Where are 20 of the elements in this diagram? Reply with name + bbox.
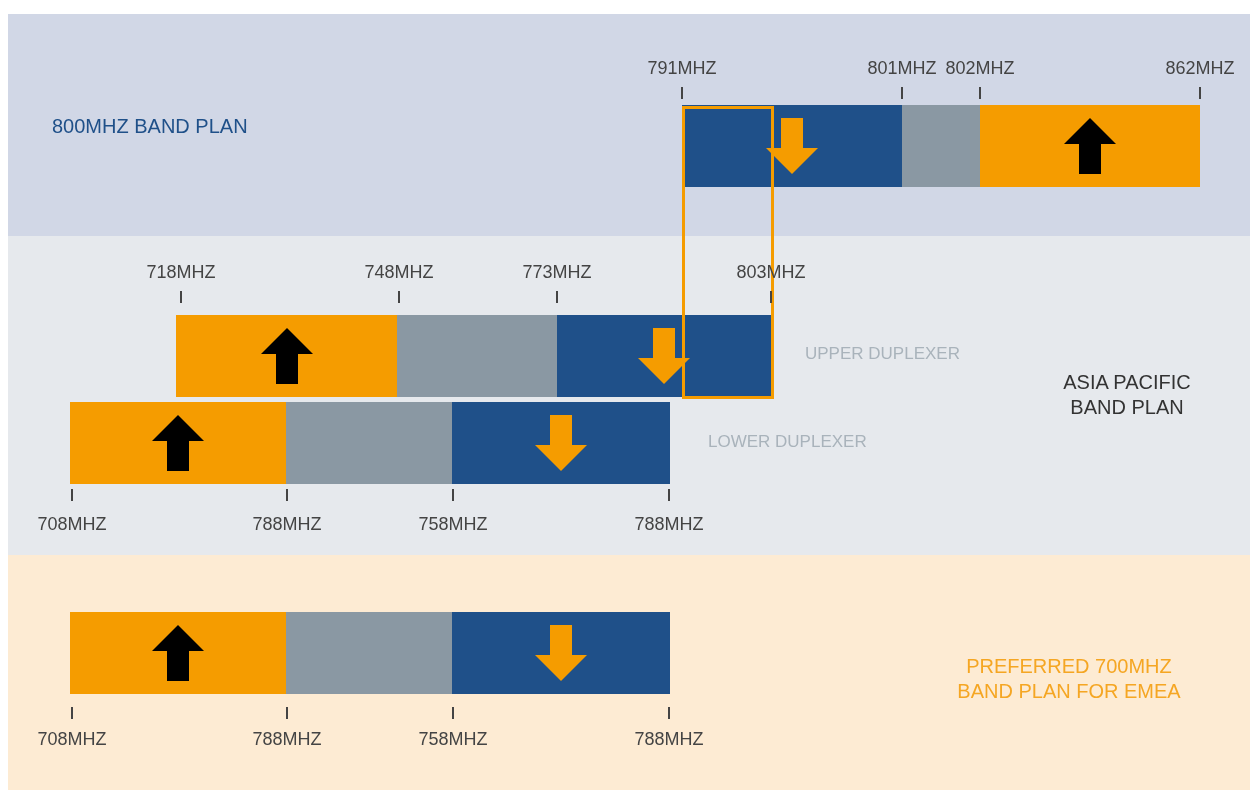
band-plan-title: 800MHZ BAND PLAN <box>52 115 248 138</box>
frequency-label: 788MHZ <box>252 514 322 535</box>
frequency-label: 791MHZ <box>647 58 717 79</box>
frequency-label: 718MHZ <box>146 262 216 283</box>
frequency-label: 862MHZ <box>1165 58 1235 79</box>
frequency-label: 788MHZ <box>634 514 704 535</box>
band-plan-title: ASIA PACIFIC BAND PLAN <box>1062 370 1192 420</box>
frequency-label: 773MHZ <box>522 262 592 283</box>
frequency-label: 748MHZ <box>364 262 434 283</box>
frequency-label: 758MHZ <box>418 729 488 750</box>
frequency-label: 801MHZ <box>867 58 937 79</box>
frequency-label: 788MHZ <box>634 729 704 750</box>
frequency-label: 758MHZ <box>418 514 488 535</box>
frequency-label: 802MHZ <box>945 58 1015 79</box>
frequency-label: 708MHZ <box>37 514 107 535</box>
band-plan-title: PREFERRED 700MHZ BAND PLAN FOR EMEA <box>956 654 1182 704</box>
duplexer-label: UPPER DUPLEXER <box>805 344 960 364</box>
duplexer-label: LOWER DUPLEXER <box>708 432 867 452</box>
frequency-label: 788MHZ <box>252 729 322 750</box>
frequency-label: 708MHZ <box>37 729 107 750</box>
